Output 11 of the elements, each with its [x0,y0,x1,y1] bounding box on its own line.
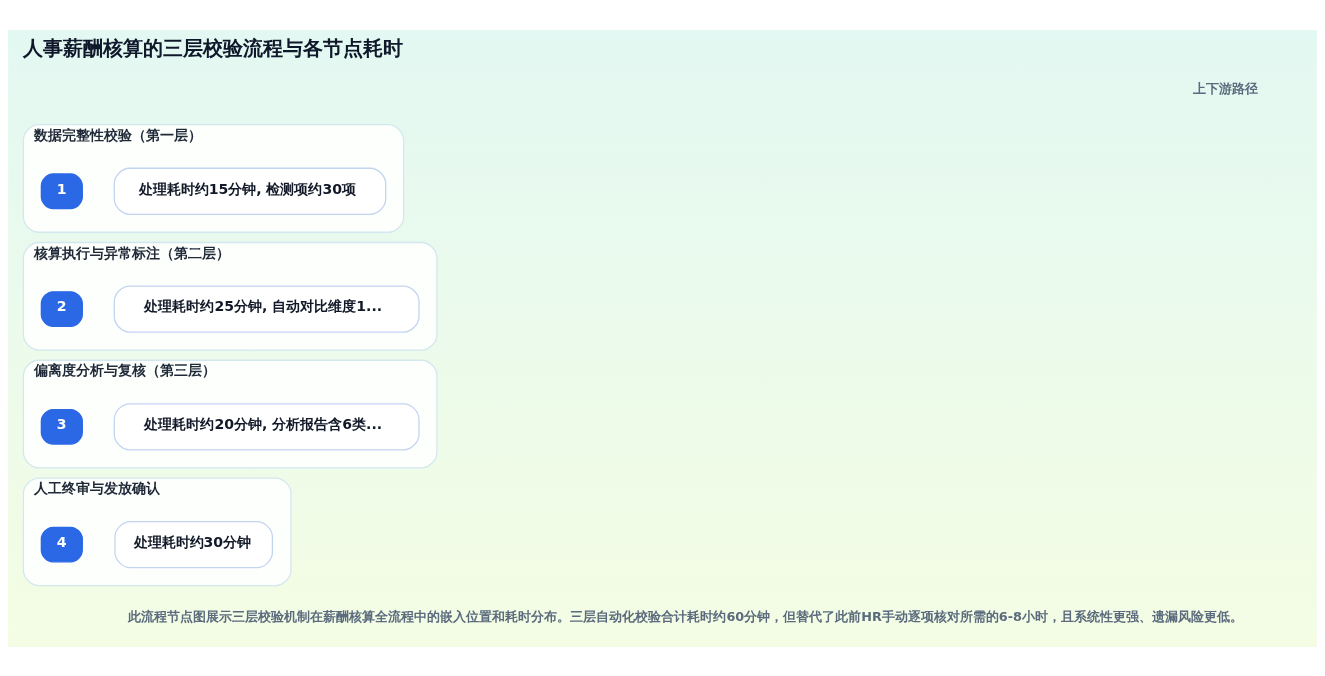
caption: 此流程节点图展示三层校验机制在薪酬核算全流程中的嵌入位置和耗时分布。三层自动化校验合计耗时约60分钟，但替代了此前HR手动逐项核对所需的6-8小时，且系统性更强、遗漏风险更低。 [128,608,1243,624]
node-box: 处理耗时约25分钟, 自动对比维度1... [113,284,420,333]
node-box: 处理耗时约20分钟, 分析报告含6类... [113,402,420,450]
node-box: 3 [40,408,83,445]
node-box: 处理耗时约30分钟 [114,520,274,568]
node-box: 4 [40,526,83,562]
node-box: 1 [40,172,83,209]
diagram-title: 人事薪酬核算的三层校验流程与各节点耗时 [23,35,404,60]
node-box: 2 [40,290,83,327]
node-box: 处理耗时约15分钟, 检测项约30项 [113,167,387,215]
label: 上下游路径 [1192,80,1258,96]
